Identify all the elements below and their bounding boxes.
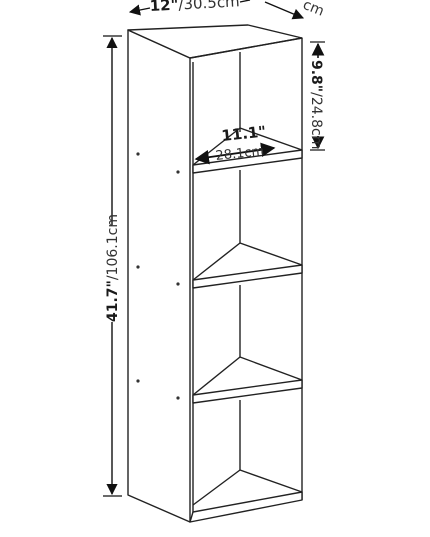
total-height-metric-label: /106.1cm [105, 214, 121, 280]
shelf-width-metric-label: 28.1cm [215, 144, 265, 164]
depth-dimension: cm [264, 0, 327, 20]
width-metric-label: /30.5cm [178, 0, 240, 13]
bottom-panel [189, 491, 303, 523]
shelf-2 [192, 242, 303, 289]
width-imperial-label: 12" [149, 0, 179, 15]
total-height-imperial-label: 41.7" [105, 280, 121, 322]
svg-text:12"/30.5cm: 12"/30.5cm [149, 0, 240, 15]
shelf-height-dimension: 9.8"/24.8cm [308, 41, 325, 151]
total-height-dimension: 41.7"/106.1cm [103, 35, 122, 497]
shelf-height-imperial-label: 9.8" [308, 60, 324, 92]
width-dimension: 12"/30.5cm [128, 0, 251, 16]
svg-text:9.8"/24.8cm: 9.8"/24.8cm [308, 60, 324, 149]
shelf-3 [192, 356, 303, 404]
depth-metric-fragment: cm [301, 0, 327, 20]
left-side-panel [127, 29, 191, 523]
bookcase [127, 24, 303, 523]
shelf-height-metric-label: /24.8cm [308, 92, 324, 149]
shelf-width-imperial-label: 11.1" [221, 122, 267, 145]
assembly-screws [136, 152, 180, 400]
shelf-width-dimension: 11.1" 28.1cm [194, 122, 276, 165]
svg-text:41.7"/106.1cm: 41.7"/106.1cm [105, 214, 121, 322]
